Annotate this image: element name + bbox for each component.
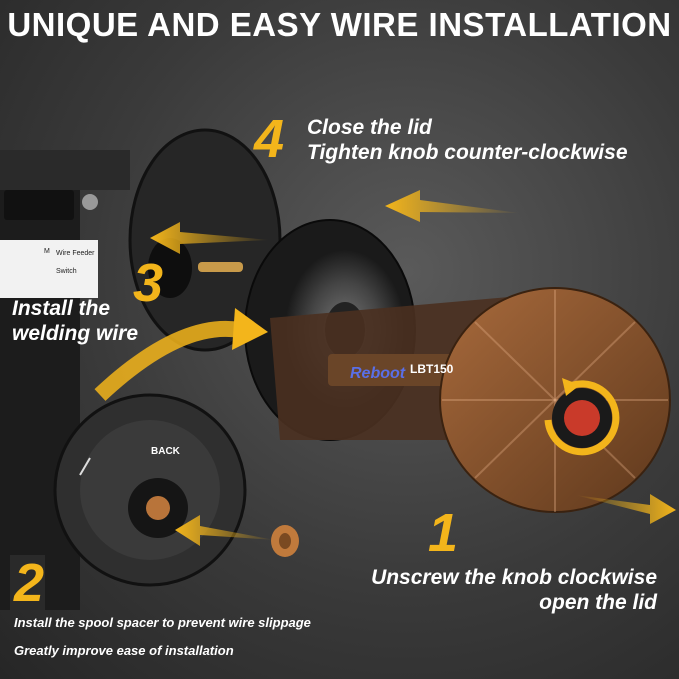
spool-cover [270, 287, 671, 513]
step-1-caption: Unscrew the knob clockwise open the lid [371, 565, 657, 615]
page-title: UNIQUE AND EASY WIRE INSTALLATION [7, 6, 672, 43]
step-3-number: 3 [133, 253, 164, 313]
step-4-caption: Close the lid Tighten knob counter-clock… [307, 115, 628, 165]
step-4-number: 4 [254, 109, 285, 169]
wire-feeder-label: Wire Feeder [56, 250, 95, 257]
brand-logo-text: Reboot [350, 365, 406, 382]
direction-arrow-icon [94, 190, 676, 546]
welder-body [0, 150, 130, 610]
step-1-line-1: Unscrew the knob clockwise [371, 566, 657, 589]
switch-label: Switch [56, 268, 77, 275]
model-label: LBT150 [410, 362, 454, 376]
step-3-line-2: welding wire [12, 322, 139, 346]
spool-spacer [271, 525, 299, 557]
motor-symbol: M [44, 248, 50, 255]
control-panel [0, 240, 98, 298]
step-1-line-2: open the lid [539, 591, 657, 615]
tension-knob [544, 378, 620, 456]
step-2-number: 2 [14, 553, 45, 613]
step-2-line-1: Install the spool spacer to prevent wire… [14, 615, 311, 630]
step-2-line-2: Greatly improve ease of installation [14, 643, 234, 658]
step-3-caption: Install the welding wire [12, 296, 138, 346]
step-4-line-2: Tighten knob counter-clockwise [307, 141, 628, 165]
step-4-line-1: Close the lid [307, 116, 432, 139]
step-3-line-1: Install the [12, 297, 111, 320]
step-1-number: 1 [428, 503, 459, 563]
rotate-arrow-icon [544, 380, 620, 456]
spool-inset [53, 393, 247, 587]
spool-back-label: BACK [151, 446, 180, 457]
